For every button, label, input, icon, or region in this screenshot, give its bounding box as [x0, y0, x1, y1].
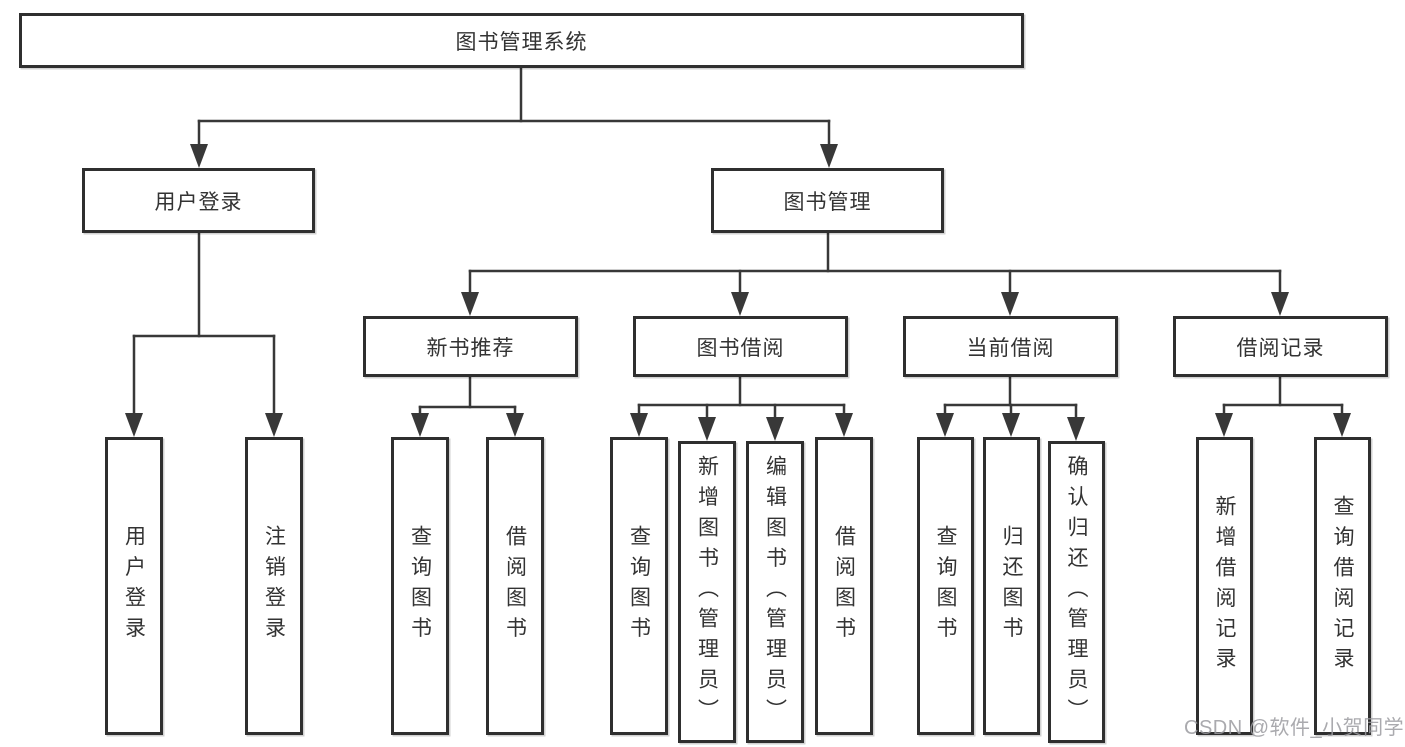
node-nb-borrow-book: 借阅图书 — [486, 437, 544, 735]
node-new-book-recommendation: 新书推荐 — [363, 316, 578, 377]
node-label: 新增图书（管理员） — [695, 454, 719, 730]
node-label: 注销登录 — [262, 525, 286, 647]
node-label: 查询图书 — [934, 525, 957, 647]
node-borrowing-records: 借阅记录 — [1173, 316, 1388, 377]
connector-current-borrow-branch — [936, 375, 1085, 441]
node-label: 查询借阅记录 — [1331, 494, 1354, 678]
connector-root-branch — [190, 66, 838, 168]
node-br-add-record: 新增借阅记录 — [1196, 437, 1253, 735]
node-bb-query-book: 查询图书 — [610, 437, 668, 735]
connector-user-login-branch — [125, 231, 283, 437]
node-bb-edit-book-admin: 编辑图书（管理员） — [746, 441, 804, 743]
node-label: 归还图书 — [1000, 525, 1023, 647]
connector-book-mgmt-branch — [461, 231, 1289, 316]
connector-new-book-rec-branch — [411, 375, 524, 437]
node-label: 确认归还（管理员） — [1065, 454, 1088, 730]
node-label: 查询图书 — [408, 525, 432, 647]
connector-book-borrow-branch — [630, 375, 853, 441]
node-label: 用户登录 — [122, 525, 146, 647]
node-cb-query-book: 查询图书 — [917, 437, 974, 735]
node-cb-return-book: 归还图书 — [983, 437, 1040, 735]
node-cb-confirm-return-admin: 确认归还（管理员） — [1048, 441, 1105, 743]
node-bb-add-book-admin: 新增图书（管理员） — [678, 441, 736, 743]
node-label: 借阅图书 — [503, 525, 527, 647]
node-br-query-record: 查询借阅记录 — [1314, 437, 1371, 735]
node-label: 新增借阅记录 — [1213, 494, 1236, 678]
node-label: 查询图书 — [627, 525, 651, 647]
node-label: 借阅图书 — [832, 525, 856, 647]
csdn-watermark: CSDN @软件_小贺同学 — [1184, 717, 1405, 739]
node-label: 编辑图书（管理员） — [763, 454, 787, 730]
node-current-borrowing: 当前借阅 — [903, 316, 1118, 377]
node-book-management: 图书管理 — [711, 168, 944, 233]
node-book-borrowing: 图书借阅 — [633, 316, 848, 377]
node-bb-borrow-book: 借阅图书 — [815, 437, 873, 735]
node-nb-query-book: 查询图书 — [391, 437, 449, 735]
node-root: 图书管理系统 — [19, 13, 1024, 68]
node-logout: 注销登录 — [245, 437, 303, 735]
connector-borrow-record-branch — [1215, 375, 1351, 437]
node-user-login: 用户登录 — [82, 168, 315, 233]
node-user-login-leaf: 用户登录 — [105, 437, 163, 735]
